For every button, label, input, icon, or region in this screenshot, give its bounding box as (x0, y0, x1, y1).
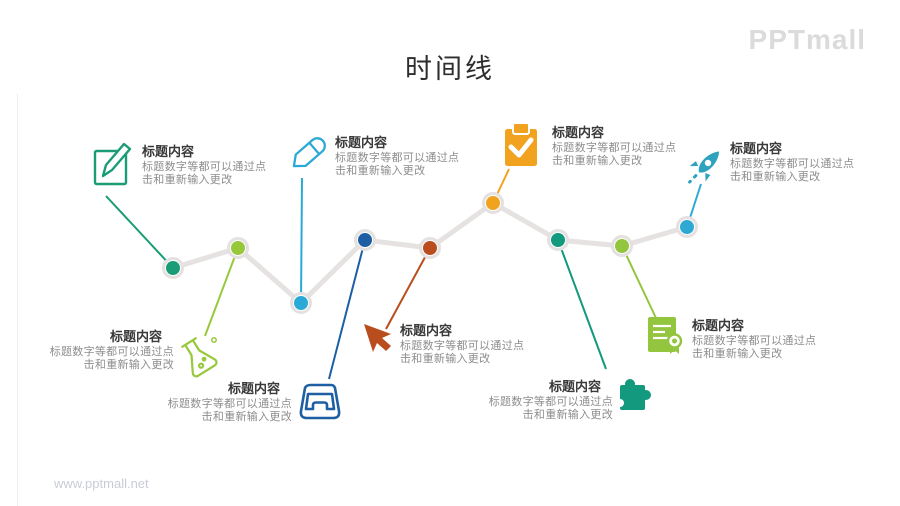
item-body-line: 击和重新输入更改 (552, 155, 643, 167)
leader-line (204, 247, 239, 337)
timeline-item-text-9: 标题内容 标题数字等都可以通过点 击和重新输入更改 (730, 141, 864, 184)
timeline-item-text-5: 标题内容 标题数字等都可以通过点 击和重新输入更改 (400, 323, 534, 366)
item-title: 标题内容 (730, 141, 783, 156)
item-body-line: 击和重新输入更改 (730, 171, 821, 183)
leader-line (328, 239, 366, 380)
item-body-line: 标题数字等都可以通过点 (692, 335, 817, 347)
item-title: 标题内容 (400, 323, 453, 338)
item-body-line: 击和重新输入更改 (142, 174, 233, 186)
timeline-item-text-4: 标题内容 标题数字等都可以通过点 击和重新输入更改 (158, 381, 292, 424)
timeline-item-text-6: 标题内容 标题数字等都可以通过点 击和重新输入更改 (552, 125, 686, 168)
item-body-line: 击和重新输入更改 (522, 409, 613, 421)
timeline-item-text-7: 标题内容 标题数字等都可以通过点 击和重新输入更改 (479, 379, 613, 422)
timeline-item-text-1: 标题内容 标题数字等都可以通过点 击和重新输入更改 (142, 144, 276, 187)
brand-logo: PPTmall (748, 24, 866, 55)
leader-line (300, 177, 303, 304)
item-body-line: 击和重新输入更改 (83, 359, 174, 371)
timeline-dot (294, 296, 308, 310)
item-title: 标题内容 (227, 381, 280, 396)
item-body-line: 标题数字等都可以通过点 (49, 346, 174, 358)
puzzle-icon (616, 379, 651, 410)
pencil-icon (292, 137, 326, 168)
item-title: 标题内容 (142, 144, 195, 159)
item-body-line: 击和重新输入更改 (400, 353, 491, 365)
timeline-dot (680, 220, 694, 234)
left-guide-line (17, 94, 18, 506)
item-body-line: 标题数字等都可以通过点 (400, 340, 525, 352)
item-body-line: 击和重新输入更改 (692, 348, 783, 360)
leader-line (385, 247, 431, 330)
timeline-dot (358, 233, 372, 247)
timeline-dot (231, 241, 245, 255)
drawer-icon (299, 383, 341, 420)
watermark: www.pptmall.net (54, 476, 149, 491)
flask-icon (181, 337, 218, 378)
item-body-line: 标题数字等都可以通过点 (167, 398, 292, 410)
leader-line (105, 195, 174, 269)
timeline-item-text-8: 标题内容 标题数字等都可以通过点 击和重新输入更改 (692, 318, 826, 361)
timeline-dot (166, 261, 180, 275)
item-body-line: 标题数字等都可以通过点 (730, 158, 855, 170)
certificate-icon (648, 317, 683, 354)
timeline-dot (615, 239, 629, 253)
item-title: 标题内容 (552, 125, 605, 140)
item-title: 标题内容 (548, 379, 601, 394)
flask-bubble-icon (211, 337, 217, 343)
item-title: 标题内容 (109, 329, 162, 344)
item-body-line: 击和重新输入更改 (335, 165, 426, 177)
timeline-dot (551, 233, 565, 247)
item-body-line: 标题数字等都可以通过点 (552, 142, 677, 154)
timeline-dot (423, 241, 437, 255)
edit-square-icon (93, 142, 132, 186)
item-body-line: 击和重新输入更改 (201, 411, 292, 423)
leader-line (621, 245, 657, 319)
item-title: 标题内容 (335, 135, 388, 150)
timeline-dot (486, 196, 500, 210)
leader-line (557, 239, 607, 370)
slide-title: 时间线 (405, 54, 495, 84)
timeline-dots (162, 192, 698, 314)
rocket-icon (688, 151, 720, 184)
item-body-line: 标题数字等都可以通过点 (142, 161, 267, 173)
clipboard-icon (505, 122, 537, 166)
cursor-arrow-icon (364, 324, 391, 352)
timeline-item-text-2: 标题内容 标题数字等都可以通过点 击和重新输入更改 (40, 329, 174, 372)
item-body-line: 标题数字等都可以通过点 (335, 152, 460, 164)
timeline-item-text-3: 标题内容 标题数字等都可以通过点 击和重新输入更改 (335, 135, 469, 178)
item-title: 标题内容 (692, 318, 745, 333)
item-body-line: 标题数字等都可以通过点 (488, 396, 613, 408)
